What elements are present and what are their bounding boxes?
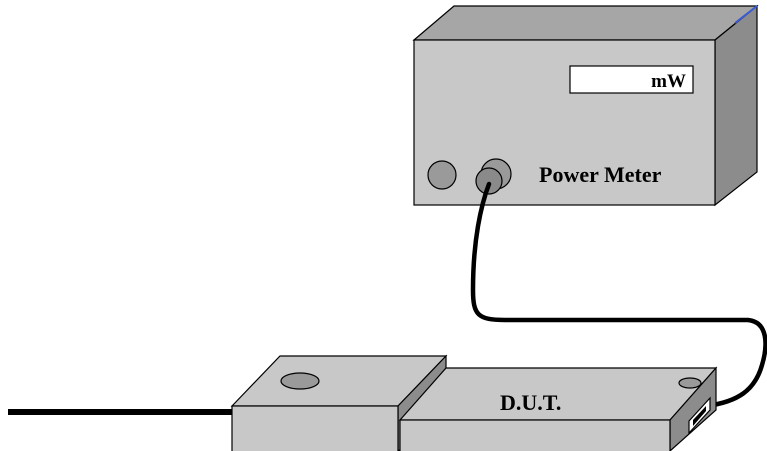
power-meter-top bbox=[412, 5, 759, 41]
round-knob-icon bbox=[427, 160, 457, 190]
power-meter-display bbox=[569, 65, 694, 94]
display-unit-label: mW bbox=[651, 71, 686, 92]
dut-output-port-icon bbox=[688, 396, 711, 435]
dut-label: D.U.T. bbox=[500, 390, 561, 415]
dut-front bbox=[399, 419, 671, 451]
optical-connector-icon bbox=[475, 158, 512, 195]
power-meter: mW Power Meter bbox=[412, 4, 759, 207]
fiber-cable bbox=[470, 181, 767, 409]
power-meter-label: Power Meter bbox=[539, 162, 662, 187]
dut-device: D.U.T. bbox=[398, 366, 718, 451]
mount-hole-icon bbox=[280, 372, 320, 390]
dut-hole-icon bbox=[678, 377, 702, 389]
power-meter-side bbox=[714, 4, 758, 207]
power-meter-edge-accent bbox=[734, 5, 758, 24]
mount-block-front bbox=[231, 405, 399, 451]
